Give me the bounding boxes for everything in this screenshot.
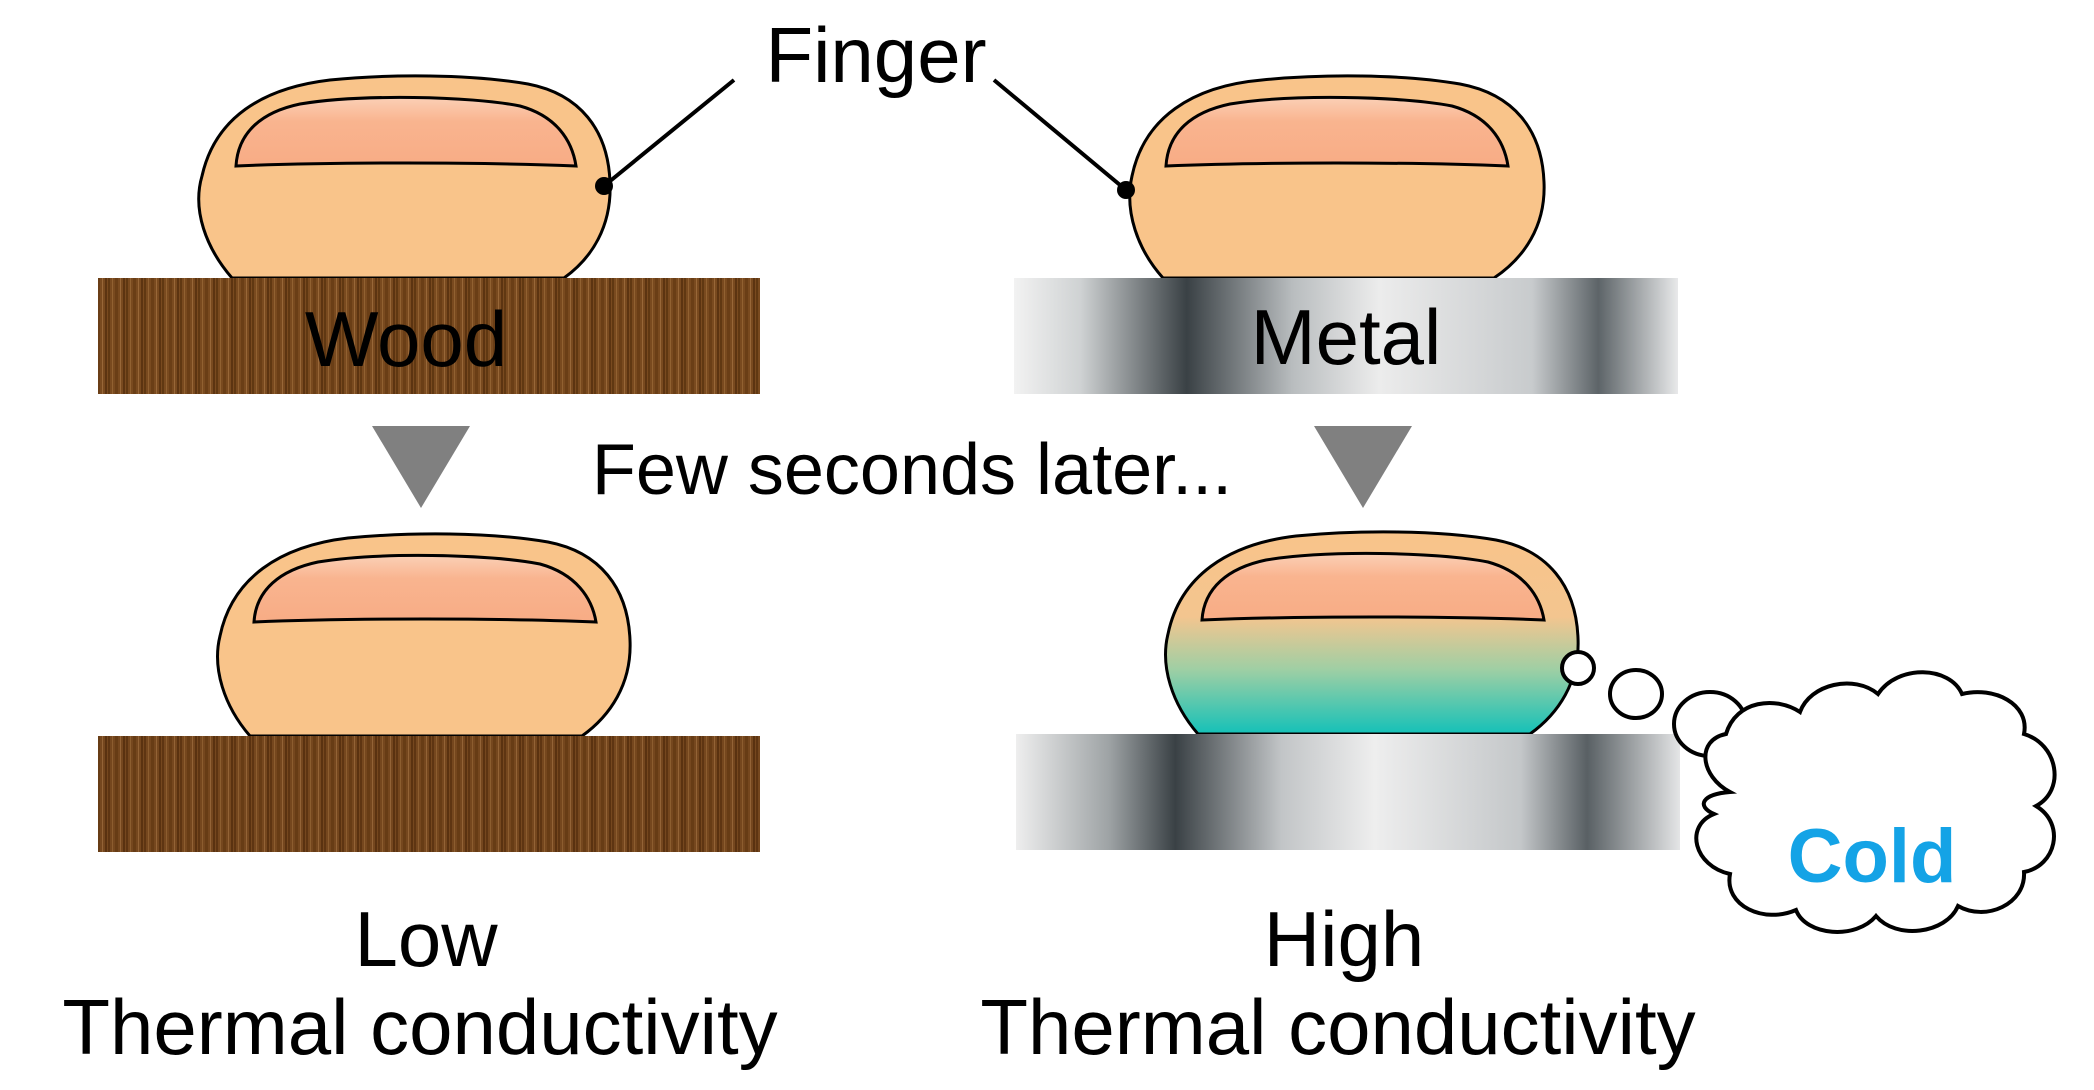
metal-block-bottom	[1016, 734, 1680, 850]
finger-leader-dot-right	[1117, 181, 1135, 199]
thermal-conductivity-left: Thermal conductivity	[62, 983, 777, 1071]
high-label: High	[1264, 895, 1424, 983]
low-label: Low	[354, 895, 498, 983]
wood-label: Wood	[305, 295, 507, 383]
finger-top-left	[197, 74, 612, 280]
cold-label: Cold	[1788, 814, 1957, 899]
finger-top-right	[1128, 74, 1546, 280]
thought-bubble-icon	[1560, 650, 2057, 934]
finger-leader-right	[992, 78, 1128, 192]
finger-bottom-left	[216, 532, 632, 738]
finger-bottom-right-cold	[1164, 530, 1580, 736]
wood-block-top	[98, 278, 760, 394]
thermal-conductivity-right: Thermal conductivity	[980, 983, 1695, 1071]
finger-label: Finger	[765, 11, 986, 99]
down-triangle-icon	[1314, 426, 1412, 508]
metal-label: Metal	[1251, 293, 1442, 381]
metal-block-top	[1014, 278, 1678, 394]
transition-text: Few seconds later...	[592, 430, 1232, 510]
cold-cloud	[1694, 670, 2057, 934]
wood-block-bottom	[98, 736, 760, 852]
finger-leader-dot-left	[595, 177, 613, 195]
finger-leader-left	[602, 78, 736, 188]
down-triangle-icon	[372, 426, 470, 508]
